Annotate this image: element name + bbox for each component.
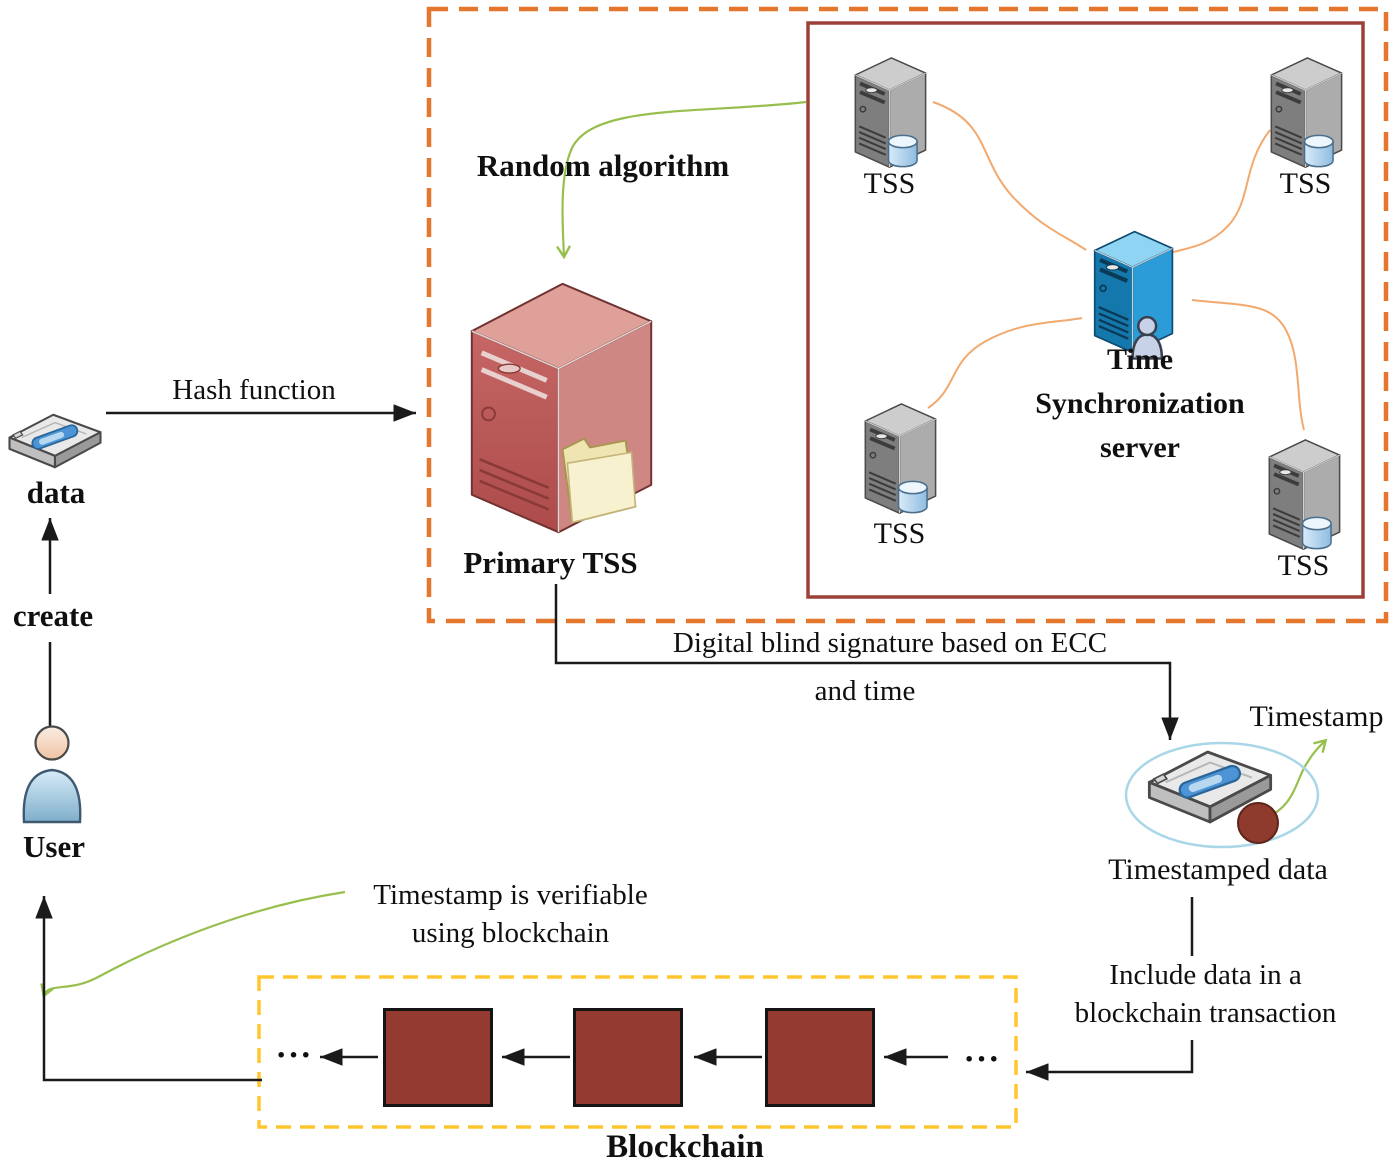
- database-cylinder-icon: [1305, 135, 1334, 166]
- hash-function-label: Hash function: [172, 374, 336, 406]
- disk-icon: [2, 406, 108, 476]
- server-tower-gray-icon: [842, 52, 937, 174]
- verify-line1: Timestamp is verifiable: [373, 879, 648, 911]
- link-tss-bottomright: [1191, 299, 1305, 431]
- tss-cluster-box: [806, 21, 1365, 599]
- time-sync-line2: Synchronization: [1035, 386, 1245, 420]
- blockchain-user-arrow: [35, 896, 262, 1082]
- tss-label-bottom-left: TSS: [873, 517, 926, 550]
- link-tss-topleft: [932, 101, 1087, 251]
- server-tower-red-icon: [470, 282, 653, 534]
- signature-label-line1: Digital blind signature based on ECC: [672, 627, 1108, 659]
- server-tower-gray-icon: [852, 398, 947, 520]
- time-sync-server-label: Time Synchronization server: [1000, 338, 1280, 469]
- timestamp-seal-icon: [1237, 802, 1279, 844]
- signature-label-line2: and time: [814, 675, 916, 707]
- user-label: User: [23, 829, 85, 864]
- verify-line2: using blockchain: [411, 917, 610, 950]
- random-algorithm-arrow: [556, 100, 807, 260]
- link-tss-topright: [1169, 129, 1271, 254]
- timestamped-data-label: Timestamped data: [1108, 853, 1328, 886]
- timestamped-data-ellipse: [1124, 741, 1320, 849]
- signature-arrow: [554, 584, 1179, 740]
- folder-icon: [561, 437, 637, 524]
- server-tower-gray-icon: [1258, 52, 1353, 174]
- primary-tss-label: Primary TSS: [463, 545, 638, 580]
- time-sync-line3: server: [1100, 430, 1180, 464]
- include-data-label: Include data in a blockchain transaction: [1038, 956, 1373, 1033]
- verify-label: Timestamp is verifiable using blockchain: [328, 876, 693, 953]
- link-tss-bottomleft: [927, 317, 1083, 409]
- chain-ellipsis-right: ···: [963, 1041, 1001, 1078]
- chain-ellipsis-left: ···: [275, 1037, 313, 1074]
- tss-label-bottom-right: TSS: [1277, 549, 1330, 582]
- include-line2: blockchain transaction: [1074, 997, 1337, 1030]
- blockchain-block: [765, 1008, 875, 1107]
- include-line1: Include data in a: [1109, 959, 1302, 991]
- blockchain-box: [257, 975, 1018, 1129]
- database-cylinder-icon: [889, 135, 918, 166]
- time-sync-line1: Time: [1106, 343, 1174, 376]
- blockchain-label: Blockchain: [606, 1129, 764, 1165]
- blockchain-block: [573, 1008, 683, 1107]
- tss-label-top-right: TSS: [1279, 167, 1332, 200]
- include-blockchain-arrow: [1026, 1040, 1194, 1081]
- user-icon: [22, 725, 82, 824]
- create-label: create: [12, 598, 94, 633]
- data-label: data: [26, 475, 86, 510]
- verify-arrow: [40, 890, 346, 999]
- tss-label-top-left: TSS: [863, 167, 916, 200]
- tss-group-box: [426, 6, 1389, 624]
- database-cylinder-icon: [899, 481, 928, 512]
- database-cylinder-icon: [1303, 517, 1332, 548]
- random-algorithm-label: Random algorithm: [476, 148, 730, 183]
- blockchain-block: [383, 1008, 493, 1107]
- timestamp-label: Timestamp: [1249, 700, 1384, 733]
